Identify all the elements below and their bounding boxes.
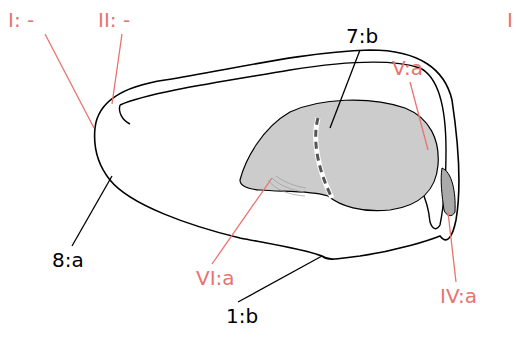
small-facet (441, 168, 455, 216)
leader-line (212, 178, 272, 264)
callout-number: 8:a (52, 250, 84, 270)
roman-label: I (507, 10, 513, 30)
roman-label: II: - (98, 10, 130, 30)
roman-label: I: - (8, 10, 34, 30)
leader-line (448, 212, 456, 282)
roman-label: IV:a (440, 286, 477, 306)
notch-hatching (268, 176, 306, 196)
facet-ridge (316, 118, 332, 198)
leader-line (330, 50, 360, 128)
leader-line (112, 34, 122, 104)
facet-gap (316, 118, 332, 198)
inner-rim-end (119, 105, 130, 124)
callout-number: 7:b (346, 26, 378, 46)
roman-label: VI:a (196, 268, 235, 288)
leader-line (45, 34, 94, 128)
roman-label: V:a (392, 58, 423, 78)
leader-line (238, 256, 322, 302)
leader-line (410, 82, 428, 150)
inner-rim (120, 62, 446, 229)
leader-line (72, 176, 112, 246)
articular-facet (240, 100, 438, 211)
outer-outline (95, 50, 459, 259)
callout-number: 1:b (226, 306, 258, 326)
